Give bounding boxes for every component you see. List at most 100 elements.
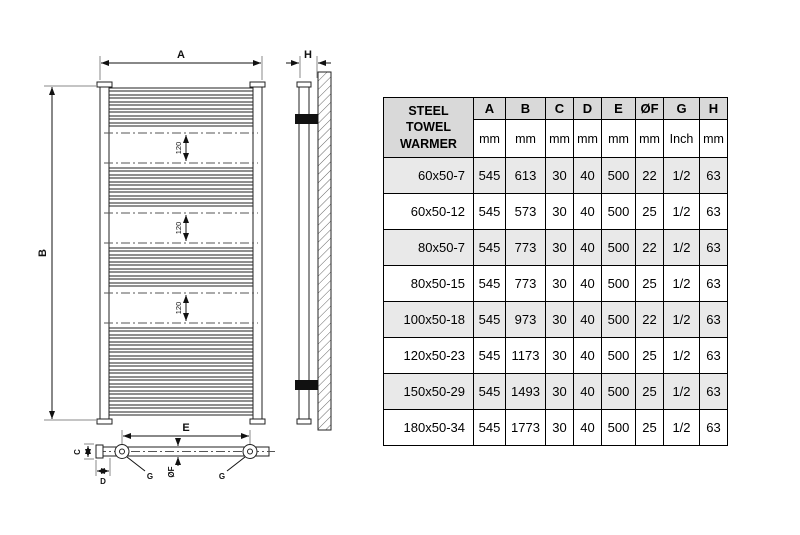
dim-G-label: G bbox=[219, 472, 225, 481]
dim-G-label: G bbox=[147, 472, 153, 481]
value-cell: 773 bbox=[505, 229, 546, 266]
column-header: D bbox=[573, 97, 602, 120]
value-cell: 1/2 bbox=[663, 373, 700, 410]
model-cell: 60x50-7 bbox=[383, 157, 474, 194]
value-cell: 25 bbox=[635, 373, 664, 410]
value-cell: 1/2 bbox=[663, 157, 700, 194]
value-cell: 25 bbox=[635, 409, 664, 446]
column-header: E bbox=[601, 97, 636, 120]
value-cell: 40 bbox=[573, 193, 602, 230]
value-cell: 545 bbox=[473, 157, 506, 194]
bottom-view bbox=[84, 430, 275, 476]
model-cell: 180x50-34 bbox=[383, 409, 474, 446]
value-cell: 30 bbox=[545, 301, 574, 338]
value-cell: 25 bbox=[635, 337, 664, 374]
front-view bbox=[96, 81, 266, 425]
value-cell: 40 bbox=[573, 265, 602, 302]
value-cell: 500 bbox=[601, 157, 636, 194]
value-cell: 500 bbox=[601, 193, 636, 230]
value-cell: 1173 bbox=[505, 337, 546, 374]
value-cell: 30 bbox=[545, 409, 574, 446]
value-cell: 545 bbox=[473, 193, 506, 230]
value-cell: 40 bbox=[573, 373, 602, 410]
value-cell: 30 bbox=[545, 337, 574, 374]
dim-B-label: B bbox=[37, 249, 49, 257]
column-header: ØF bbox=[635, 97, 664, 120]
column-header: C bbox=[545, 97, 574, 120]
value-cell: 22 bbox=[635, 301, 664, 338]
value-cell: 545 bbox=[473, 373, 506, 410]
dim-F-label: ØF bbox=[167, 466, 176, 477]
model-cell: 60x50-12 bbox=[383, 193, 474, 230]
dim-A bbox=[99, 56, 263, 80]
value-cell: 1/2 bbox=[663, 193, 700, 230]
value-cell: 500 bbox=[601, 409, 636, 446]
value-cell: 613 bbox=[505, 157, 546, 194]
model-cell: 80x50-7 bbox=[383, 229, 474, 266]
value-cell: 40 bbox=[573, 301, 602, 338]
value-cell: 22 bbox=[635, 229, 664, 266]
model-cell: 80x50-15 bbox=[383, 265, 474, 302]
value-cell: 500 bbox=[601, 229, 636, 266]
unit-cell: mm bbox=[505, 119, 546, 158]
technical-drawing: 120 120 120 A B H bbox=[37, 49, 332, 486]
unit-cell: mm bbox=[573, 119, 602, 158]
value-cell: 1493 bbox=[505, 373, 546, 410]
segment-dim-label: 120 bbox=[174, 222, 183, 235]
table-title: STEEL TOWEL WARMER bbox=[383, 97, 474, 158]
unit-cell: mm bbox=[601, 119, 636, 158]
value-cell: 30 bbox=[545, 229, 574, 266]
side-view bbox=[295, 71, 332, 431]
value-cell: 63 bbox=[699, 193, 728, 230]
value-cell: 25 bbox=[635, 265, 664, 302]
wall-bracket bbox=[295, 114, 318, 124]
unit-cell: mm bbox=[545, 119, 574, 158]
wall-bracket bbox=[295, 380, 318, 390]
value-cell: 22 bbox=[635, 157, 664, 194]
value-cell: 545 bbox=[473, 301, 506, 338]
value-cell: 573 bbox=[505, 193, 546, 230]
dim-D-label: D bbox=[100, 477, 106, 486]
dim-B bbox=[44, 85, 96, 421]
value-cell: 63 bbox=[699, 301, 728, 338]
value-cell: 1/2 bbox=[663, 301, 700, 338]
value-cell: 40 bbox=[573, 409, 602, 446]
value-cell: 545 bbox=[473, 229, 506, 266]
column-header: H bbox=[699, 97, 728, 120]
value-cell: 40 bbox=[573, 337, 602, 374]
dim-A-label: A bbox=[177, 49, 185, 61]
value-cell: 40 bbox=[573, 157, 602, 194]
value-cell: 773 bbox=[505, 265, 546, 302]
value-cell: 500 bbox=[601, 265, 636, 302]
unit-cell: mm bbox=[473, 119, 506, 158]
dim-E-label: E bbox=[182, 422, 189, 434]
value-cell: 500 bbox=[601, 301, 636, 338]
value-cell: 63 bbox=[699, 337, 728, 374]
value-cell: 545 bbox=[473, 409, 506, 446]
value-cell: 30 bbox=[545, 157, 574, 194]
value-cell: 25 bbox=[635, 193, 664, 230]
value-cell: 1773 bbox=[505, 409, 546, 446]
segment-dim-label: 120 bbox=[174, 302, 183, 315]
value-cell: 1/2 bbox=[663, 265, 700, 302]
unit-cell: Inch bbox=[663, 119, 700, 158]
dim-H bbox=[286, 56, 331, 78]
model-cell: 100x50-18 bbox=[383, 301, 474, 338]
model-cell: 150x50-29 bbox=[383, 373, 474, 410]
value-cell: 973 bbox=[505, 301, 546, 338]
value-cell: 30 bbox=[545, 193, 574, 230]
value-cell: 63 bbox=[699, 373, 728, 410]
centerlines bbox=[104, 132, 258, 324]
column-header: B bbox=[505, 97, 546, 120]
